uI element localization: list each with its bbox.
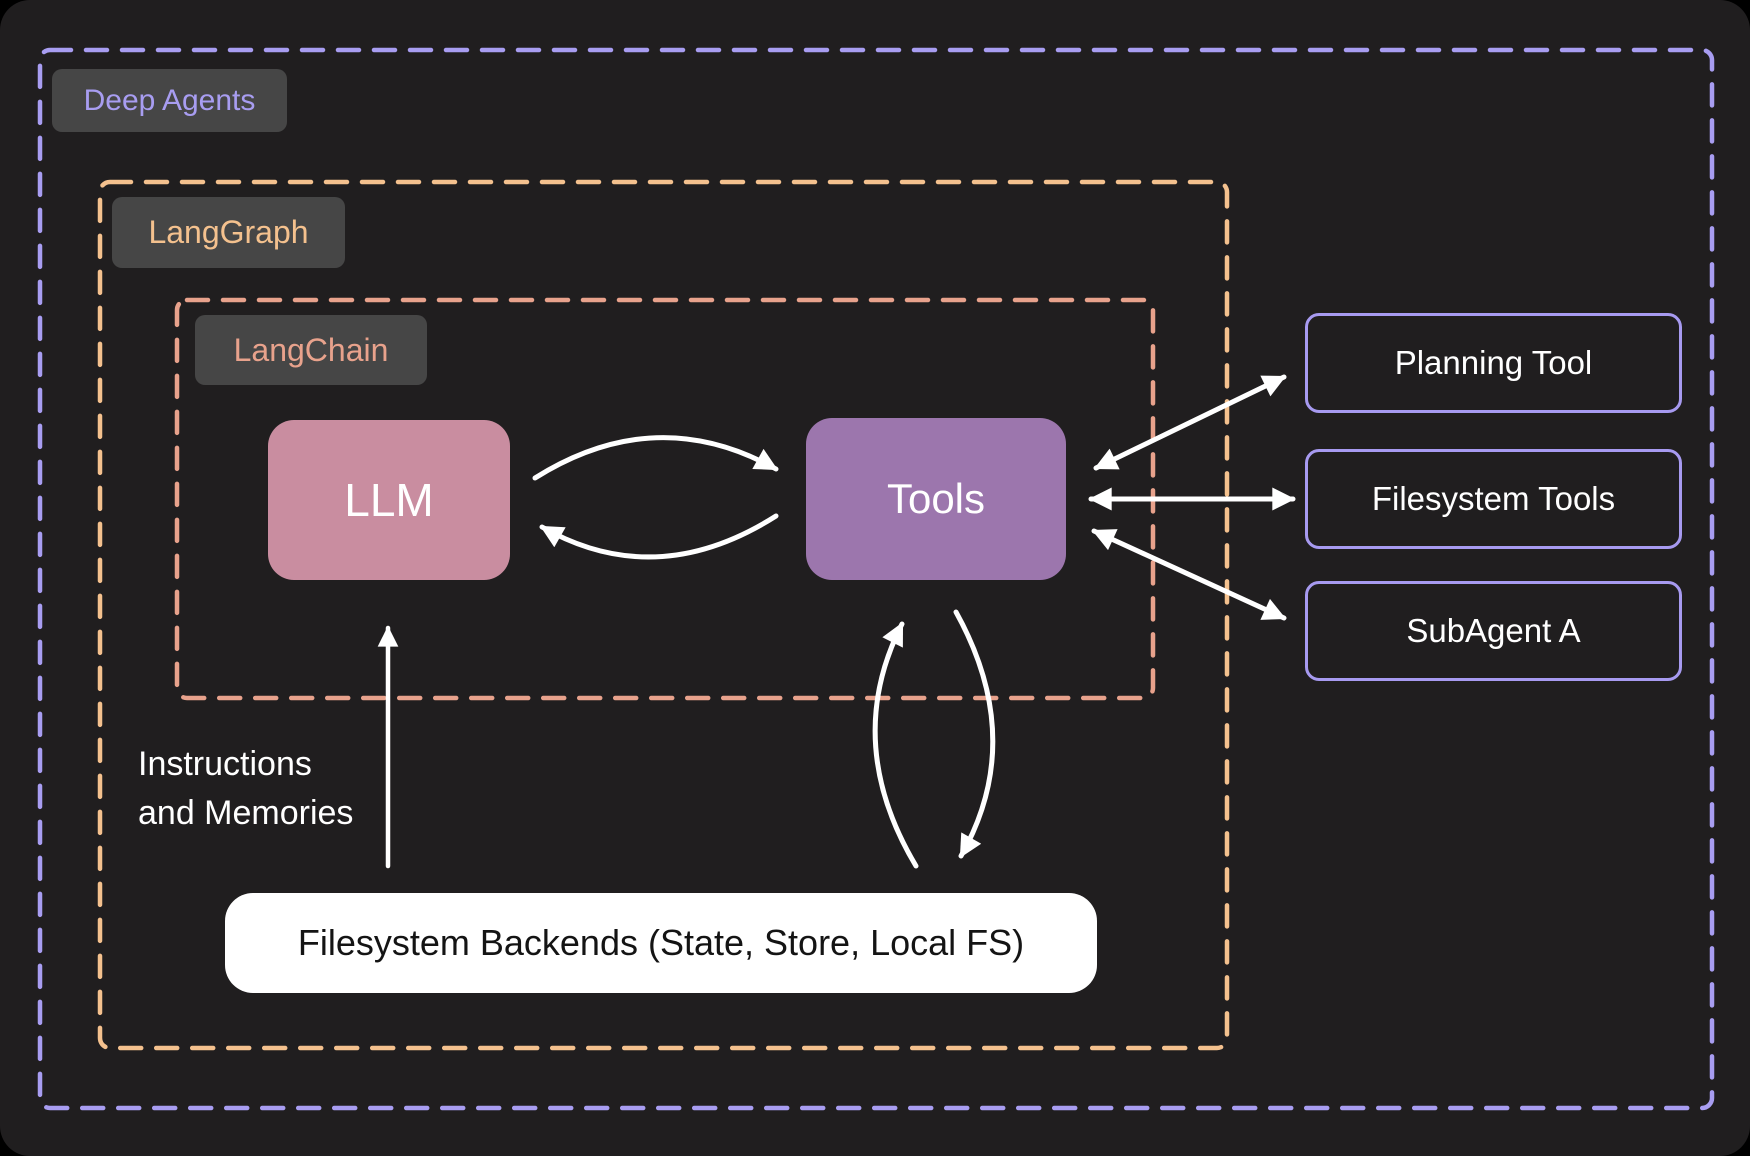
arrow-tools-to-backends xyxy=(953,609,996,859)
instructions-label-line1: Instructions xyxy=(138,745,312,783)
deep-agents-dashed-border xyxy=(37,47,1715,1111)
filesystem-backends-node: Filesystem Backends (State, Store, Local… xyxy=(225,893,1097,993)
instructions-and-memories-label: Instructions and Memories xyxy=(138,740,353,838)
planning-tool-node: Planning Tool xyxy=(1305,313,1682,413)
arrow-tools-to-llm xyxy=(539,513,779,560)
langchain-label: LangChain xyxy=(195,315,427,385)
tools-node: Tools xyxy=(806,418,1066,580)
deep-agents-label: Deep Agents xyxy=(52,69,287,132)
arrow-tools-planning-tool xyxy=(1093,374,1287,471)
llm-node: LLM xyxy=(268,420,510,580)
langgraph-dashed-border xyxy=(97,179,1230,1051)
arrow-llm-to-tools xyxy=(532,435,779,481)
arrow-tools-subagent-a xyxy=(1091,528,1287,621)
subagent-a-node: SubAgent A xyxy=(1305,581,1682,681)
filesystem-tools-node: Filesystem Tools xyxy=(1305,449,1682,549)
arrow-backends-to-tools xyxy=(872,621,919,869)
langgraph-label: LangGraph xyxy=(112,197,345,268)
instructions-label-line2: and Memories xyxy=(138,794,354,832)
